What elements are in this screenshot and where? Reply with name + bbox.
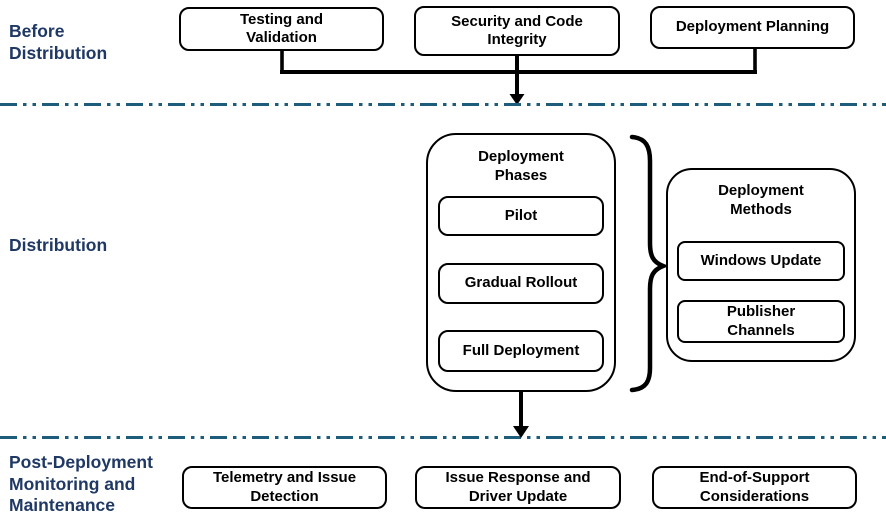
box-security-and-code-integrity: Security and Code Integrity [414, 6, 620, 56]
box-publisher-channels: Publisher Channels [677, 300, 845, 343]
box-pilot: Pilot [438, 196, 604, 236]
section-label-post-deployment: Post-Deployment Monitoring and Maintenan… [9, 452, 153, 515]
box-gradual-rollout: Gradual Rollout [438, 263, 604, 304]
box-testing-and-validation: Testing and Validation [179, 7, 384, 51]
box-issue-response-and-driver-update: Issue Response and Driver Update [415, 466, 621, 509]
section-label-distribution: Distribution [9, 235, 108, 255]
box-full-deployment: Full Deployment [438, 330, 604, 372]
deployment-phases-title: Deployment Phases [478, 148, 564, 184]
deployment-methods-title: Deployment Methods [718, 182, 804, 218]
section-label-before-distribution: Before Distribution [9, 21, 108, 63]
curly-brace-icon [629, 134, 670, 393]
box-deployment-planning: Deployment Planning [650, 6, 855, 49]
box-end-of-support-considerations: End-of-Support Considerations [652, 466, 857, 509]
box-windows-update: Windows Update [677, 241, 845, 281]
box-telemetry-and-issue-detection: Telemetry and Issue Detection [182, 466, 387, 509]
down-arrow-icon [509, 56, 525, 105]
down-arrow-icon [513, 392, 529, 438]
